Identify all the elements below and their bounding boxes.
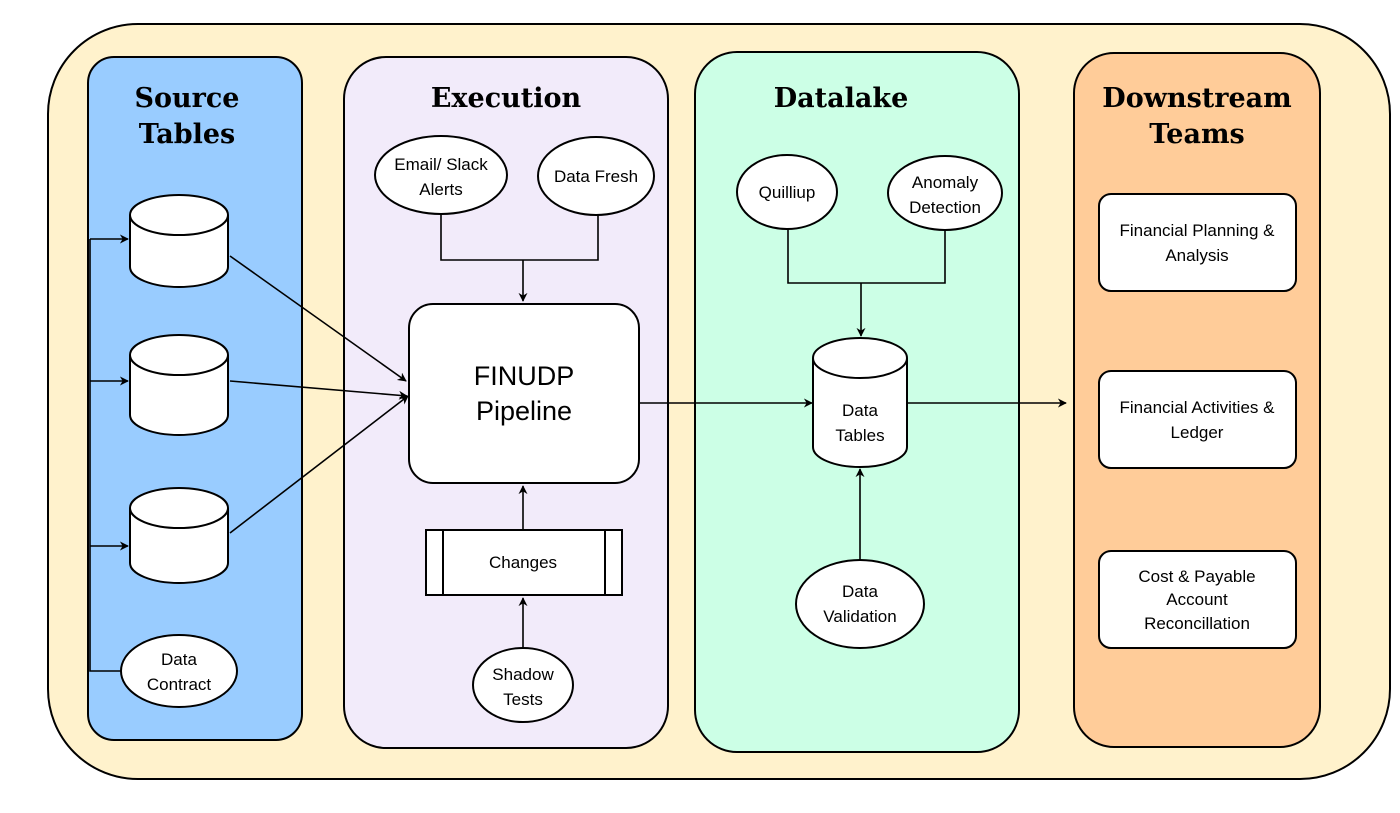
- financial-planning-analysis-box: [1098, 193, 1297, 292]
- edge-alerts-to-pipeline: [440, 214, 523, 261]
- data-tables-label-2: Tables: [835, 426, 884, 445]
- lane-title-datalake: Datalake: [774, 83, 909, 114]
- data-contract-edges: [89, 234, 129, 672]
- financial-activities-ledger-label: Financial Activities &: [1120, 398, 1276, 417]
- finudp-pipeline-node: [408, 303, 640, 484]
- lane-title-execution: Execution: [431, 83, 582, 114]
- edge-fresh-to-pipeline: [523, 215, 599, 261]
- edge-anomaly-to-merge: [861, 230, 946, 284]
- financial-activities-ledger-box: [1098, 370, 1297, 469]
- source-database-icon-1: [129, 194, 229, 288]
- edge-source1-to-pipeline: [229, 255, 407, 382]
- edge-source2-to-pipeline: [229, 380, 408, 400]
- financial-planning-analysis-label: Financial Planning &: [1120, 221, 1276, 240]
- anomaly-detection-node: [887, 155, 1003, 231]
- shadow-tests-label: Shadow: [492, 665, 554, 684]
- edge-source3-to-pipeline: [229, 395, 409, 534]
- lane-title-source: Source: [135, 83, 240, 114]
- email-slack-alerts-label-2: Alerts: [419, 180, 462, 199]
- anomaly-detection-label: Anomaly: [912, 173, 979, 192]
- financial-activities-ledger-label-2: Ledger: [1171, 423, 1224, 442]
- data-validation-node: [795, 559, 925, 649]
- email-slack-alerts-node: [374, 135, 508, 215]
- lane-title-downstream-2: Teams: [1149, 119, 1244, 150]
- anomaly-detection-label-2: Detection: [909, 198, 981, 217]
- source-database-icon-2: [129, 334, 229, 436]
- changes-label: Changes: [489, 553, 557, 572]
- data-fresh-label: Data Fresh: [554, 167, 638, 186]
- finudp-pipeline-label-2: Pipeline: [476, 396, 572, 426]
- cost-payable-reconciliation-box: [1098, 550, 1297, 649]
- data-contract-label: Data: [161, 650, 197, 669]
- cost-payable-reconciliation-label-2: Account: [1166, 590, 1228, 609]
- financial-planning-analysis-label-2: Analysis: [1165, 246, 1228, 265]
- data-tables-label: Data: [842, 401, 878, 420]
- edge-quilliup-to-merge: [787, 229, 861, 284]
- cost-payable-reconciliation-label-3: Reconcillation: [1144, 614, 1250, 633]
- email-slack-alerts-label: Email/ Slack: [394, 155, 488, 174]
- shadow-tests-node: [472, 647, 574, 723]
- quilliup-label: Quilliup: [759, 183, 816, 202]
- changes-node: [425, 529, 623, 596]
- lane-title-downstream: Downstream: [1102, 83, 1291, 114]
- lane-title-source-2: Tables: [139, 119, 236, 150]
- data-validation-label: Data: [842, 582, 878, 601]
- data-tables-database-icon: [812, 337, 908, 468]
- data-fresh-node: [537, 136, 655, 216]
- shadow-tests-label-2: Tests: [503, 690, 543, 709]
- finudp-pipeline-label: FINUDP: [474, 361, 575, 391]
- source-database-icon-3: [129, 487, 229, 584]
- data-contract-label-2: Contract: [147, 675, 212, 694]
- quilliup-node: [736, 154, 838, 230]
- cost-payable-reconciliation-label: Cost & Payable: [1138, 567, 1255, 586]
- data-contract-node: [120, 634, 238, 708]
- data-validation-label-2: Validation: [823, 607, 896, 626]
